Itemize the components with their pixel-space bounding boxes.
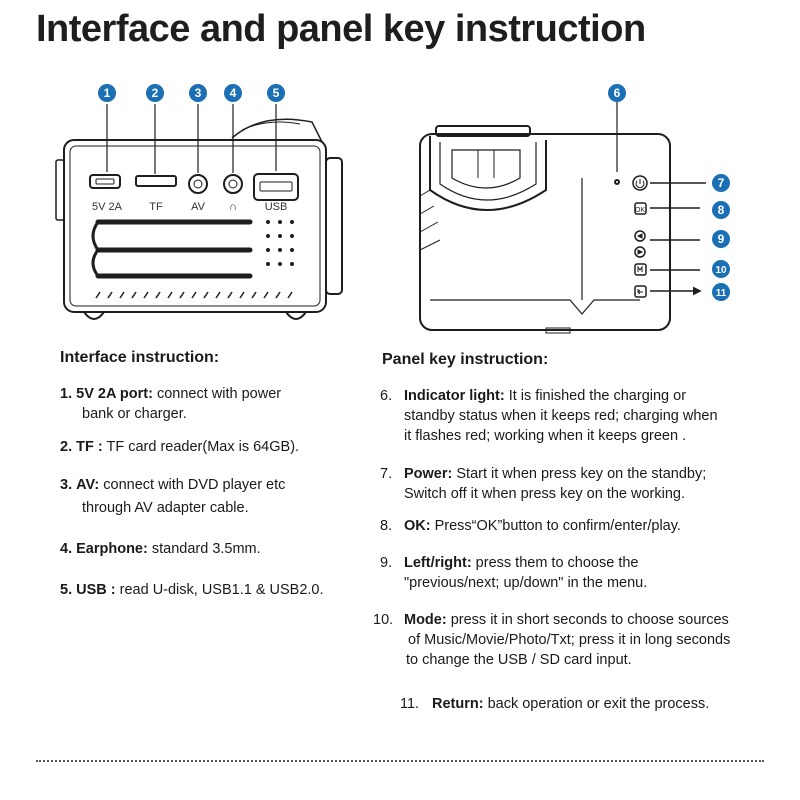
item-number: 4.: [60, 541, 73, 557]
item-text: press them to choose the: [471, 555, 639, 571]
power-icon: [635, 179, 645, 189]
port-label-earphone: ∩: [229, 201, 237, 213]
item-continuation: of Music/Movie/Photo/Txt; press it in lo…: [408, 632, 731, 648]
item-number: 8.: [380, 518, 393, 534]
item-label: Return:: [432, 696, 484, 712]
item-text: Press“OK”button to confirm/enter/play.: [430, 518, 681, 534]
item-text: Start it when press key on the standby;: [452, 466, 707, 482]
page-title: Interface and panel key instruction: [36, 8, 646, 50]
interface-heading: Interface instruction:: [60, 349, 220, 366]
item-number: 3.: [60, 477, 73, 493]
item-continuation: bank or charger.: [82, 406, 187, 422]
item-label: Left/right:: [404, 555, 472, 571]
item-continuation: standby status when it keeps red; chargi…: [404, 408, 718, 424]
panel-item-mode: 10. Mode: press it in short seconds to ch…: [373, 610, 730, 670]
item-label: OK:: [404, 518, 431, 534]
item-number: 1.: [60, 386, 73, 402]
interface-item-tf: 2. TF : TF card reader(Max is 64GB).: [60, 437, 299, 457]
port-label-tf: TF: [149, 201, 163, 213]
item-number: 6.: [380, 388, 393, 404]
item-text: connect with DVD player etc: [99, 477, 286, 493]
interface-item-power: 1. 5V 2A port: connect with power bank o…: [60, 384, 281, 424]
item-number: 9.: [380, 555, 393, 571]
item-number: 7.: [380, 466, 393, 482]
callout-6: 6: [614, 86, 621, 100]
item-continuation: to change the USB / SD card input.: [406, 652, 632, 668]
left-right-icon: [636, 233, 644, 255]
item-number: 5.: [60, 582, 73, 598]
panel-heading: Panel key instruction:: [382, 351, 549, 368]
item-label: Power:: [404, 466, 453, 482]
item-continuation: it flashes red; working when it keeps gr…: [404, 428, 687, 444]
item-text: press it in short seconds to choose sour…: [446, 612, 729, 628]
port-label-power: 5V 2A: [92, 201, 123, 213]
interface-item-av: 3. AV: connect with DVD player etc throu…: [60, 475, 285, 518]
mode-icon: [637, 265, 643, 272]
panel-key-icons: OK: [635, 179, 645, 295]
panel-item-return: 11. Return: back operation or exit the pr…: [400, 694, 709, 714]
item-label: Indicator light:: [404, 388, 505, 404]
item-label: 5V 2A port:: [76, 386, 153, 402]
callout-11: 11: [716, 288, 727, 299]
item-continuation: "previous/next; up/down" in the menu.: [404, 575, 648, 591]
item-text: back operation or exit the process.: [483, 696, 710, 712]
callout-3: 3: [195, 86, 202, 100]
callout-2: 2: [152, 86, 159, 100]
callout-8: 8: [718, 203, 725, 217]
item-number: 10.: [373, 612, 394, 628]
panel-item-left-right: 9. Left/right: press them to choose the "…: [380, 553, 647, 593]
panel-item-indicator: 6. Indicator light: It is finished the ch…: [380, 386, 718, 446]
device-diagram: 5V 2A TF AV ∩ USB 1 2 3 4 5: [55, 84, 730, 334]
item-text: standard 3.5mm.: [147, 541, 261, 557]
item-text: connect with power: [152, 386, 282, 402]
port-label-av: AV: [191, 201, 206, 213]
ok-icon: OK: [635, 207, 645, 214]
item-text: read U-disk, USB1.1 & USB2.0.: [115, 582, 324, 598]
callout-1: 1: [104, 86, 111, 100]
left-device-illustration: [55, 104, 343, 320]
item-label: Mode:: [404, 612, 447, 628]
item-label: TF :: [76, 439, 103, 455]
item-label: USB :: [76, 582, 116, 598]
item-number: 11.: [400, 696, 420, 712]
return-icon: [637, 289, 643, 295]
item-number: 2.: [60, 439, 73, 455]
item-text: TF card reader(Max is 64GB).: [102, 439, 300, 455]
interface-item-earphone: 4. Earphone: standard 3.5mm.: [60, 539, 261, 559]
callout-4: 4: [230, 86, 237, 100]
callout-9: 9: [718, 232, 725, 246]
panel-item-ok: 8. OK: Press“OK”button to confirm/enter/p…: [380, 516, 681, 536]
port-label-usb: USB: [265, 201, 288, 213]
callout-7: 7: [718, 176, 725, 190]
callout-10: 10: [715, 265, 727, 276]
item-text: It is finished the charging or: [504, 388, 687, 404]
item-label: Earphone:: [76, 541, 148, 557]
interface-item-usb: 5. USB : read U-disk, USB1.1 & USB2.0.: [60, 580, 324, 600]
item-label: AV:: [76, 477, 100, 493]
dotted-divider: [36, 760, 764, 762]
item-continuation: Switch off it when press key on the work…: [404, 486, 686, 502]
panel-item-power: 7. Power: Start it when press key on the …: [380, 464, 706, 504]
callout-5: 5: [273, 86, 280, 100]
right-device-illustration: [419, 102, 706, 334]
item-continuation: through AV adapter cable.: [82, 500, 249, 516]
